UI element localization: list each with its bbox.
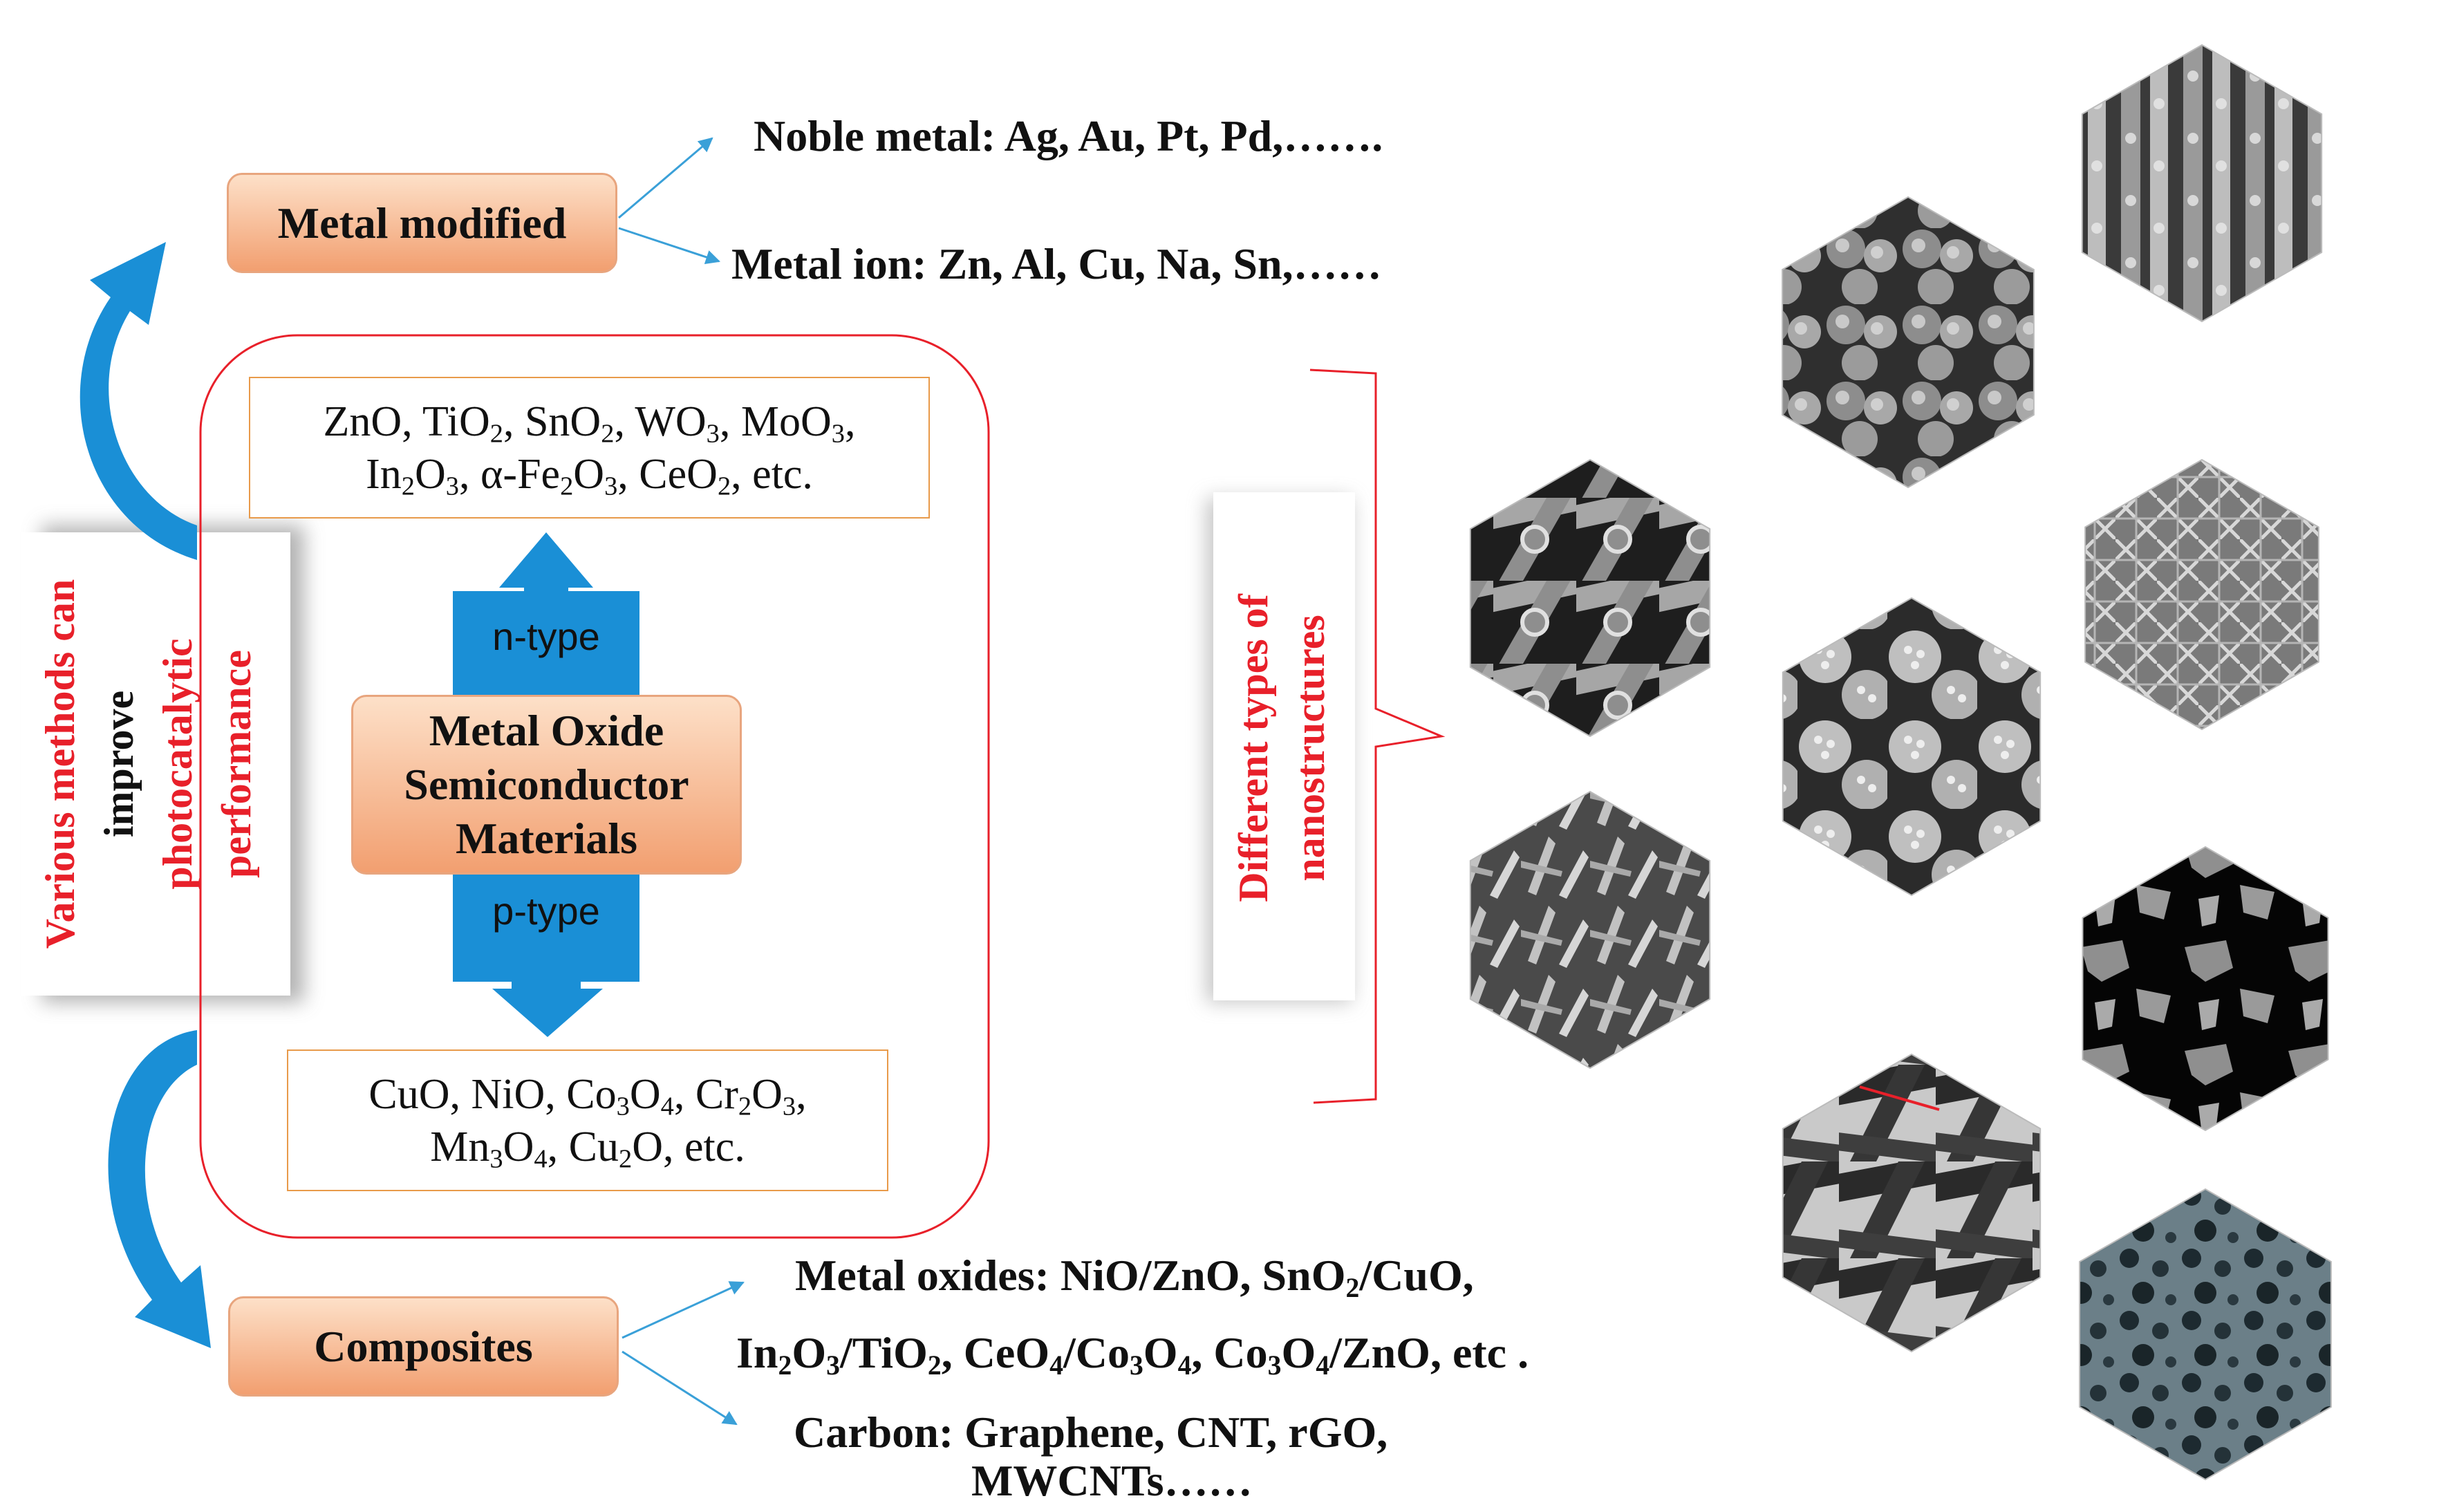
micrograph-hex-nanoparticles bbox=[1782, 196, 2035, 489]
arrow-to-metal-oxides bbox=[622, 1281, 745, 1339]
micrograph-hex-branched bbox=[2084, 458, 2319, 731]
n-type-materials-box: ZnO, TiO2, SnO2, WO3, MoO3, In2O3, α-Fe2… bbox=[249, 377, 930, 519]
left-label-line-1: Various methods can bbox=[37, 579, 83, 949]
micrograph-hex-nanosheets bbox=[1469, 790, 1711, 1070]
micrograph-hex-porous-particle bbox=[2079, 1188, 2332, 1481]
p-type-label: p-type bbox=[492, 889, 600, 933]
micrograph-hex-porous-network bbox=[2082, 846, 2329, 1132]
composites-label: Composites bbox=[314, 1321, 533, 1371]
nanostructures-bracket bbox=[1309, 368, 1446, 1104]
metal-ion-text: Metal ion: Zn, Al, Cu, Na, Sn,…… bbox=[731, 239, 1382, 288]
composites-pill: Composites bbox=[228, 1296, 619, 1397]
n-type-materials-line-1: ZnO, TiO2, SnO2, WO3, MoO3, bbox=[323, 398, 856, 449]
carbon-line-2: MWCNTs…… bbox=[971, 1456, 1253, 1505]
left-label-line-2: improve bbox=[96, 690, 142, 838]
metal-oxides-line-1: Metal oxides: NiO/ZnO, SnO2/CuO, bbox=[795, 1251, 1474, 1303]
noble-metal-text: Noble metal: Ag, Au, Pt, Pd,……. bbox=[754, 111, 1383, 160]
metal-modified-label: Metal modified bbox=[277, 198, 567, 248]
left-label-line-4: performance bbox=[214, 650, 259, 878]
type-double-arrow bbox=[453, 532, 639, 1037]
micrograph-hex-nanorods bbox=[2081, 44, 2323, 323]
micrograph-hex-nanofibers bbox=[1782, 1053, 2042, 1353]
p-type-materials-line-2: Mn3O4, Cu2O, etc. bbox=[430, 1123, 745, 1174]
metal-modified-pill: Metal modified bbox=[227, 173, 617, 273]
nanostructures-label-line-2: nanostructures bbox=[1287, 615, 1333, 881]
left-label-line-3: photocatalytic bbox=[155, 638, 200, 890]
carbon-line-1: Carbon: Graphene, CNT, rGO, bbox=[794, 1408, 1388, 1457]
nanostructures-vertical-label: Different types of nanostructures bbox=[1225, 499, 1343, 997]
nanostructures-label-line-1: Different types of bbox=[1231, 594, 1276, 902]
curved-arrow-down bbox=[108, 1030, 211, 1348]
left-vertical-label: Various methods can improve photocatalyt… bbox=[31, 522, 280, 1006]
n-type-label: n-type bbox=[492, 615, 600, 658]
arrow-to-metal-ion bbox=[618, 227, 720, 265]
materials-frame bbox=[199, 334, 990, 1239]
p-type-materials-box: CuO, NiO, Co3O4, Cr2O3, Mn3O4, Cu2O, etc… bbox=[287, 1049, 888, 1191]
metal-oxides-line-2: In2O3/TiO2, CeO4/Co3O4, Co3O4/ZnO, etc . bbox=[736, 1328, 1529, 1381]
arrow-to-carbon bbox=[622, 1350, 738, 1426]
metal-oxide-materials-label: Metal Oxide Semiconductor Materials bbox=[404, 706, 689, 863]
micrograph-hex-nanotubes bbox=[1469, 458, 1711, 738]
curved-arrow-up bbox=[80, 242, 197, 560]
p-type-materials-line-1: CuO, NiO, Co3O4, Cr2O3, bbox=[368, 1071, 807, 1121]
nanostructures-panel bbox=[1213, 492, 1355, 1000]
left-panel bbox=[21, 532, 290, 996]
micrograph-hex-microspheres bbox=[1782, 597, 2042, 897]
metal-oxide-materials-pill: Metal Oxide Semiconductor Materials bbox=[351, 695, 742, 875]
n-type-materials-line-2: In2O3, α-Fe2O3, CeO2, etc. bbox=[366, 451, 813, 501]
arrow-to-noble-metal bbox=[618, 137, 713, 219]
scale-arrow-icon bbox=[1859, 1085, 1940, 1111]
